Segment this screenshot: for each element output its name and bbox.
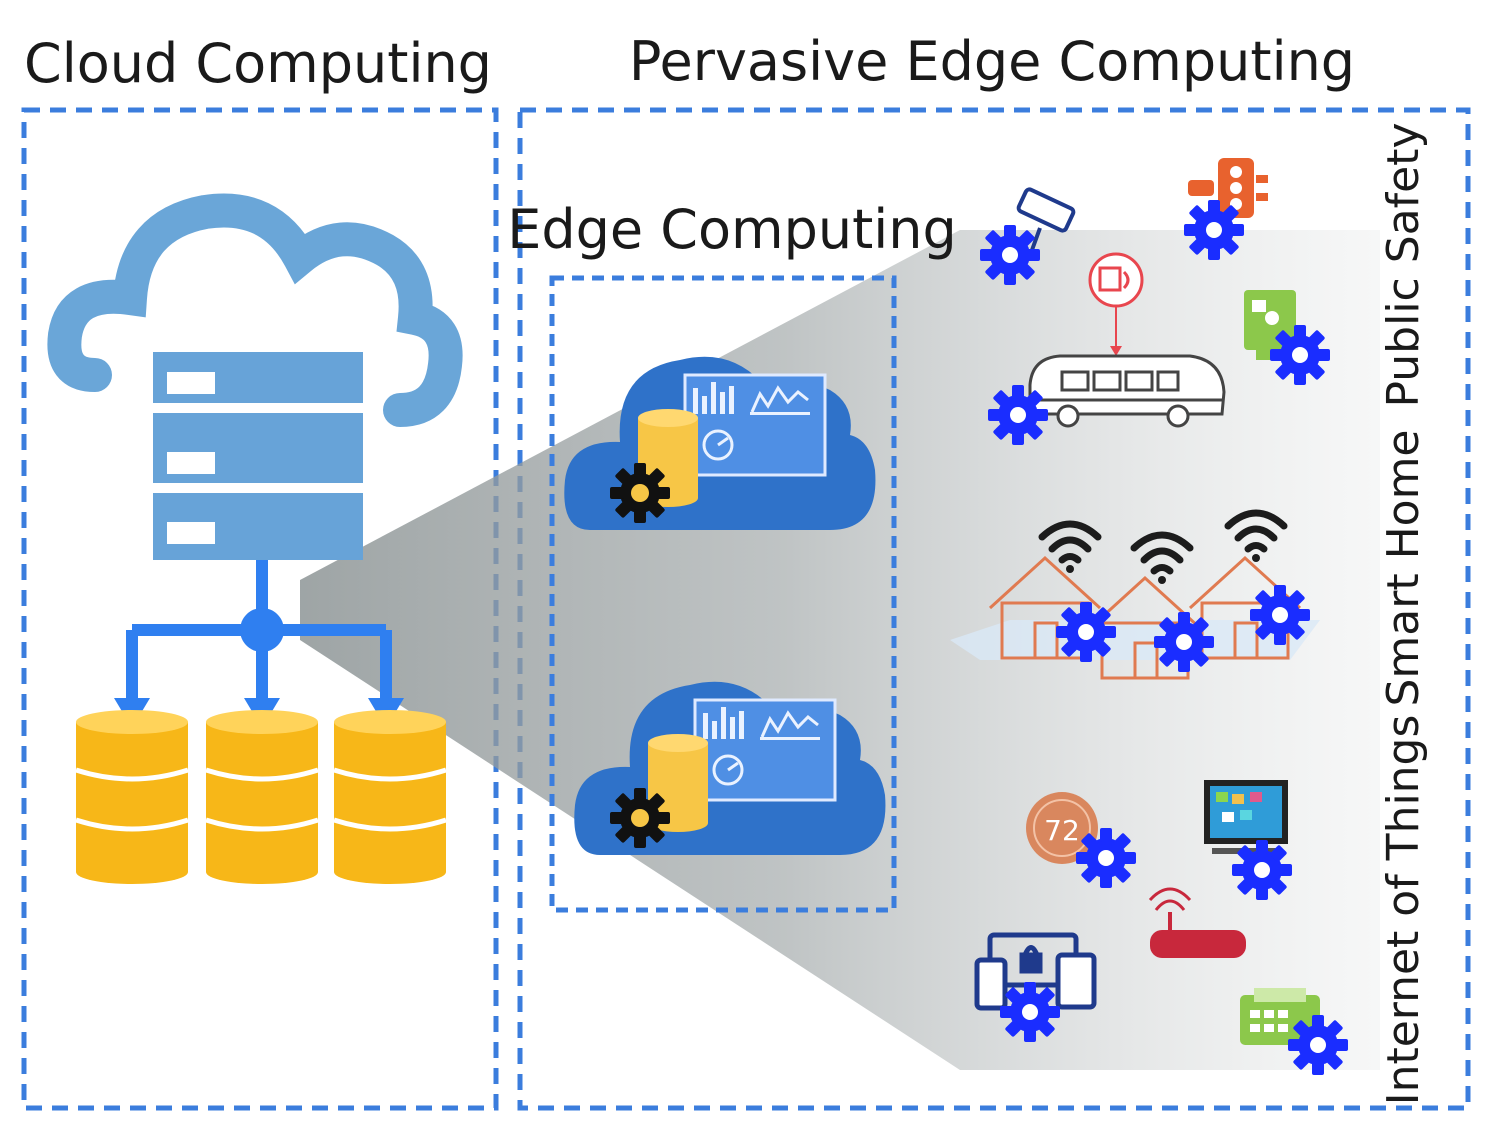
house-icon <box>950 556 1320 680</box>
server-rack-icon <box>153 352 363 560</box>
smart-home-label: Smart Home <box>1378 429 1429 706</box>
database-icon <box>76 710 446 884</box>
pervasive-edge-title: Pervasive Edge Computing <box>629 30 1355 93</box>
internet-of-things-label: Internet of Things <box>1378 715 1429 1106</box>
secure-devices-icon <box>974 932 1097 1011</box>
cloud-icon <box>47 193 463 427</box>
alarm-speaker-icon <box>1088 252 1144 356</box>
edge-computing-frame <box>549 275 897 913</box>
edge-computing-title: Edge Computing <box>507 198 957 261</box>
thermostat-icon: 72 <box>1026 792 1098 864</box>
cloud-computing-title: Cloud Computing <box>24 32 492 95</box>
public-safety-label: Public Safety <box>1378 123 1429 408</box>
security-camera-icon <box>1016 187 1076 251</box>
edge-cloud-node-2 <box>572 680 887 857</box>
bus-icon <box>1028 354 1226 428</box>
router-icon <box>1148 887 1246 958</box>
smart-tv-icon <box>1204 780 1288 854</box>
edge-cloud-node-1 <box>562 355 877 532</box>
thermostat-reading: 72 <box>1044 814 1080 847</box>
distribution-links <box>114 560 404 728</box>
